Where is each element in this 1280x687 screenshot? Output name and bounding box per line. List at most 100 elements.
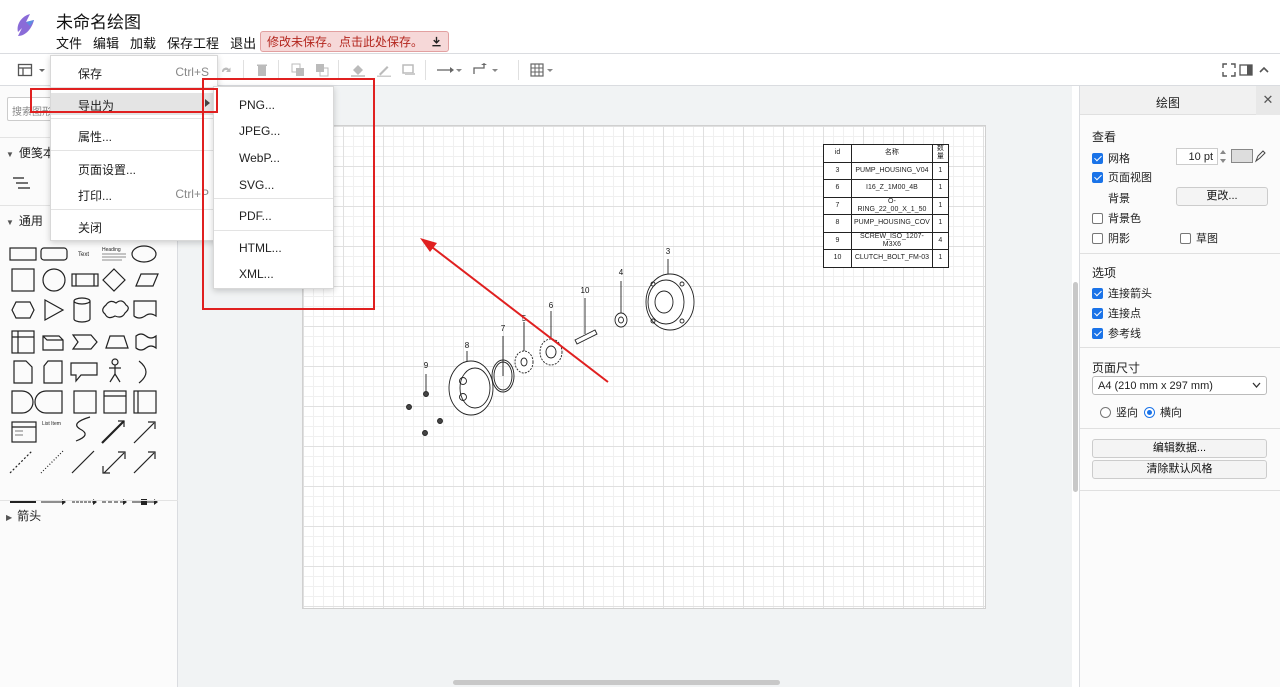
menu-item-print[interactable]: 打印...Ctrl+P — [78, 187, 209, 203]
page-view-option[interactable]: 页面视图 — [1092, 169, 1152, 185]
edit-data-button[interactable]: 编辑数据... — [1092, 439, 1267, 458]
page-size-select[interactable]: A4 (210 mm x 297 mm) — [1092, 376, 1267, 395]
exploded-assembly-drawing[interactable]: 3 4 10 6 5 7 8 9 — [303, 126, 987, 610]
chevron-down-icon[interactable] — [34, 62, 45, 78]
part-label-4: 4 — [619, 268, 624, 277]
shadow-icon[interactable] — [401, 62, 417, 78]
portrait-option[interactable]: 竖向 — [1100, 404, 1138, 420]
menubar: 文件 编辑 加载 保存工程 退出 — [56, 33, 267, 52]
menu-save-project[interactable]: 保存工程 — [167, 36, 220, 51]
grid-size-stepper-icon[interactable] — [1219, 148, 1227, 165]
part-label-7: 7 — [501, 324, 506, 333]
collapse-triangle-icon: ▼ — [6, 218, 14, 227]
export-png[interactable]: PNG... — [239, 98, 276, 112]
grid-checkbox[interactable] — [1092, 152, 1103, 164]
export-html[interactable]: HTML... — [239, 241, 282, 255]
section-arrows[interactable]: ▶箭头 — [0, 500, 178, 526]
scratchpad-lines-icon[interactable] — [12, 176, 32, 190]
clear-default-style-button[interactable]: 清除默认风格 — [1092, 460, 1267, 479]
table-icon[interactable] — [530, 62, 556, 78]
connection-arrows-checkbox[interactable] — [1092, 287, 1103, 299]
unsaved-text: 修改未保存。点击此处保存。 — [267, 35, 424, 49]
collapse-triangle-icon: ▼ — [6, 150, 14, 159]
menu-item-close[interactable]: 关闭 — [78, 221, 103, 235]
shadow-checkbox[interactable] — [1092, 232, 1103, 244]
part-label-8: 8 — [465, 341, 470, 350]
app-logo-icon[interactable] — [12, 10, 42, 40]
connection-points-checkbox[interactable] — [1092, 307, 1103, 319]
connection-points-option[interactable]: 连接点 — [1092, 305, 1141, 321]
grid-color-swatch[interactable] — [1231, 149, 1253, 163]
sketch-option[interactable]: 草图 — [1180, 230, 1218, 246]
menu-item-export-as[interactable]: 导出为 — [51, 93, 217, 115]
format-panel: 绘图 ✕ 查看 网格 10 pt 页面视图 背景 更改... 背景色 阴影 草图… — [1079, 86, 1280, 687]
document-title[interactable]: 未命名绘图 — [56, 13, 141, 32]
edit-pencil-icon[interactable] — [1254, 149, 1266, 163]
page-view-checkbox[interactable] — [1092, 171, 1103, 183]
format-panel-title: 绘图 — [1080, 86, 1256, 115]
chevron-down-icon — [1252, 382, 1261, 388]
line-color-icon[interactable] — [376, 62, 392, 78]
guides-checkbox[interactable] — [1092, 327, 1103, 339]
unsaved-changes-banner[interactable]: 修改未保存。点击此处保存。 — [260, 31, 450, 52]
sketch-checkbox[interactable] — [1180, 232, 1191, 244]
delete-icon[interactable] — [254, 62, 270, 78]
menu-edit[interactable]: 编辑 — [93, 36, 120, 51]
format-panel-toggle-icon[interactable] — [17, 62, 33, 78]
shape-list-item-label: List Item — [42, 421, 61, 427]
options-section-label: 选项 — [1092, 266, 1117, 280]
landscape-option[interactable]: 横向 — [1144, 404, 1182, 420]
menu-exit[interactable]: 退出 — [230, 36, 257, 51]
to-front-icon[interactable] — [290, 62, 306, 78]
export-jpeg[interactable]: JPEG... — [239, 124, 281, 138]
collapse-icon[interactable] — [1256, 62, 1272, 78]
menu-file[interactable]: 文件 — [56, 36, 83, 51]
close-icon[interactable]: ✕ — [1256, 86, 1280, 115]
shadow-option[interactable]: 阴影 — [1092, 230, 1130, 246]
export-xml[interactable]: XML... — [239, 267, 274, 281]
vertical-scrollbar[interactable] — [1073, 282, 1078, 492]
background-color-checkbox[interactable] — [1092, 212, 1103, 224]
portrait-radio[interactable] — [1100, 406, 1111, 418]
export-svg[interactable]: SVG... — [239, 178, 275, 192]
submenu-arrow-icon — [205, 99, 210, 107]
fill-color-icon[interactable] — [350, 62, 366, 78]
horizontal-scrollbar[interactable] — [453, 680, 780, 685]
part-label-10: 10 — [581, 286, 590, 295]
background-color-option[interactable]: 背景色 — [1092, 210, 1141, 226]
export-webp[interactable]: WebP... — [239, 151, 280, 165]
landscape-radio[interactable] — [1144, 406, 1155, 418]
to-back-icon[interactable] — [314, 62, 330, 78]
part-label-3: 3 — [666, 247, 671, 256]
part-label-6: 6 — [549, 301, 554, 310]
export-pdf[interactable]: PDF... — [239, 209, 272, 223]
menu-item-properties[interactable]: 属性... — [78, 130, 113, 144]
guides-option[interactable]: 参考线 — [1092, 325, 1141, 341]
part-label-9: 9 — [424, 361, 429, 370]
shape-heading-label: Heading — [102, 247, 121, 253]
grid-size-input[interactable]: 10 pt — [1176, 148, 1218, 165]
background-label: 背景 — [1108, 193, 1130, 205]
format-panel-icon[interactable] — [1238, 62, 1254, 78]
waypoint-style-icon[interactable] — [472, 62, 498, 78]
view-section-label: 查看 — [1092, 130, 1117, 144]
fullscreen-icon[interactable] — [1221, 62, 1237, 78]
change-background-button[interactable]: 更改... — [1176, 187, 1268, 206]
menu-load[interactable]: 加载 — [130, 36, 157, 51]
shape-text-label: Text — [78, 252, 89, 258]
connection-arrows-option[interactable]: 连接箭头 — [1092, 285, 1152, 301]
general-shapes-grid[interactable]: Text Heading — [8, 241, 168, 491]
redo-icon[interactable] — [218, 62, 234, 78]
menu-item-page-setup[interactable]: 页面设置... — [78, 163, 137, 177]
grid-option[interactable]: 网格 — [1092, 150, 1130, 166]
connection-style-icon[interactable] — [436, 62, 462, 78]
shape-palette: Text Heading — [8, 241, 168, 510]
